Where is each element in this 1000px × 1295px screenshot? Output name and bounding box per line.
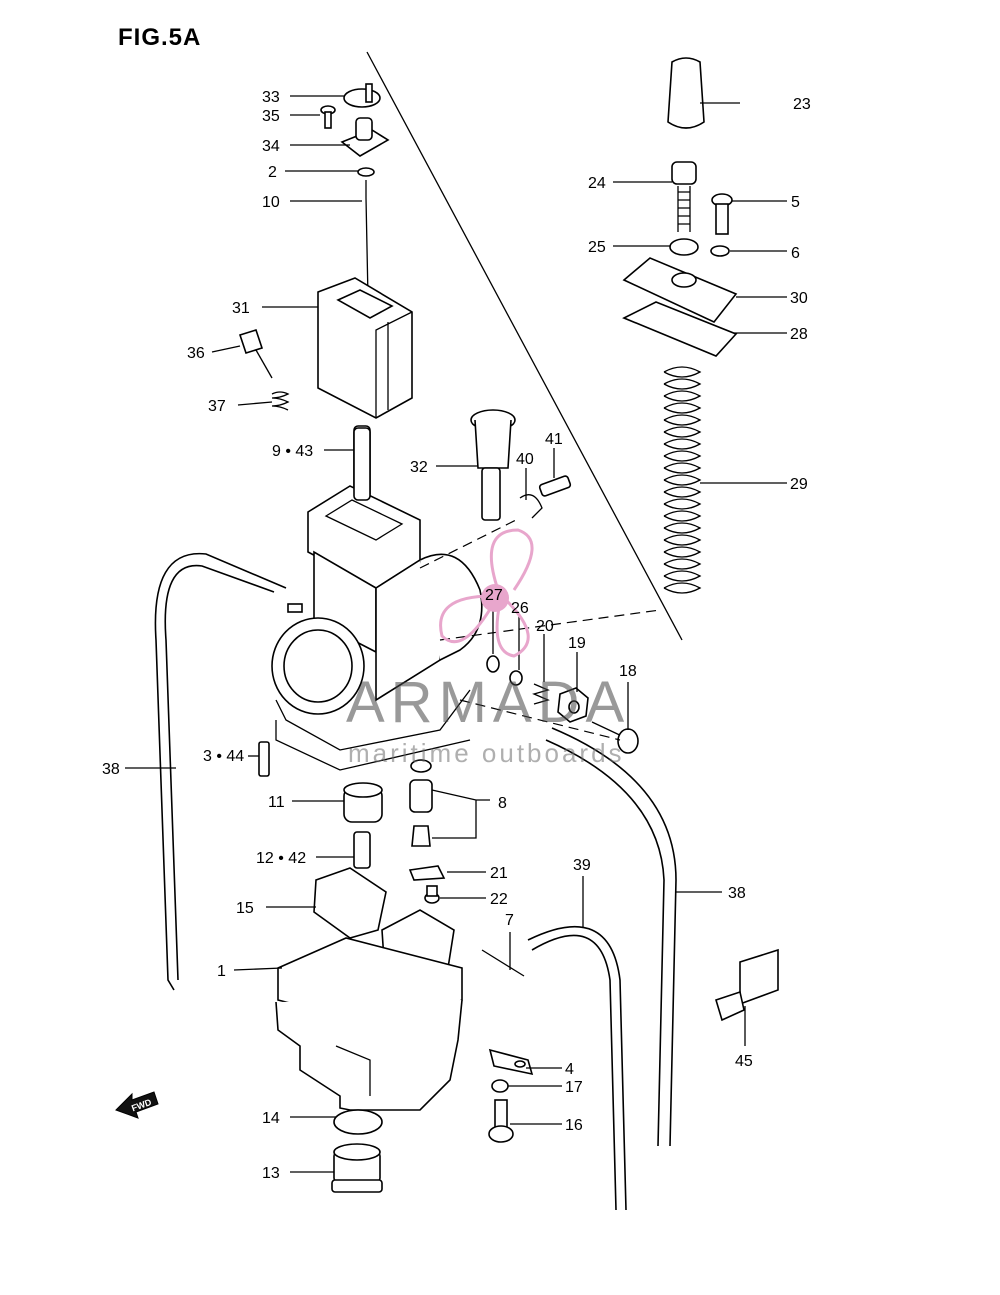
o-ring-part-27 (486, 655, 500, 673)
callout-24: 24 (588, 175, 606, 192)
callout-labels: 33 35 34 2 10 31 36 37 9 • 43 32 40 41 2… (102, 89, 811, 1182)
assembly-dashed-line (419, 517, 521, 569)
armada-watermark: ARMADA maritime outboards (346, 528, 630, 768)
watermark-propeller-logo (439, 528, 534, 658)
callout-45: 45 (735, 1053, 753, 1070)
callout-10: 10 (262, 194, 280, 211)
bolt-part-41 (538, 475, 572, 497)
callout-13: 13 (262, 1165, 280, 1182)
callout-31: 31 (232, 300, 250, 317)
callout-21: 21 (490, 865, 508, 882)
gasket-part-28 (622, 301, 738, 357)
spring-part-37 (271, 391, 290, 411)
callout-29: 29 (790, 476, 808, 493)
callout-6: 6 (791, 245, 800, 262)
callout-41: 41 (545, 431, 563, 448)
callout-20: 20 (536, 618, 554, 635)
screw-part-35 (320, 105, 336, 129)
callout-27: 27 (485, 587, 503, 604)
callout-30: 30 (790, 290, 808, 307)
washer-part-6 (710, 245, 730, 257)
float-part-11 (343, 782, 383, 823)
pilot-jet-part-12-42 (353, 831, 371, 869)
throttle-valve-part-31 (317, 277, 413, 419)
float-arm-pin-part-21 (408, 865, 446, 881)
starter-plunger-part-32 (470, 409, 516, 521)
callout-38-left: 38 (102, 761, 120, 778)
main-jet-part-3-44 (258, 741, 270, 777)
nut-part-25 (669, 238, 699, 256)
assembly-dashed-line (439, 609, 661, 641)
assembly-guide-line (366, 51, 683, 641)
leader-lines (125, 95, 787, 1173)
bracket-part-4 (488, 1048, 534, 1076)
callout-14: 14 (262, 1110, 280, 1127)
cap-plate-part-34 (340, 117, 390, 157)
washer-part-26 (509, 670, 523, 686)
cap-part-23 (667, 57, 705, 129)
callout-9-43: 9 • 43 (272, 443, 313, 460)
top-cover-part-30 (622, 257, 738, 323)
vent-hose-part-38-left (154, 552, 287, 991)
callout-8: 8 (498, 795, 507, 812)
callout-4: 4 (565, 1061, 574, 1078)
washer-part-17 (491, 1079, 509, 1093)
callout-33: 33 (262, 89, 280, 106)
bolt-part-16 (488, 1099, 514, 1143)
callout-34: 34 (262, 138, 280, 155)
watermark-tagline: maritime outboards (348, 738, 625, 768)
callout-18: 18 (619, 663, 637, 680)
nut-part-19 (557, 687, 589, 723)
callout-38-right: 38 (728, 885, 746, 902)
top-cap-part-33 (343, 83, 381, 108)
gasket-part-14 (333, 1109, 383, 1135)
watermark-propeller-hub (481, 584, 509, 612)
carburetor-body (271, 425, 483, 771)
needle-valve-part-8 (409, 759, 433, 847)
callout-17: 17 (565, 1079, 583, 1096)
callout-16: 16 (565, 1117, 583, 1134)
figure-title: FIG.5A (118, 24, 202, 51)
air-screw-part-36 (238, 329, 273, 379)
callout-1: 1 (217, 963, 226, 980)
vent-hose-part-38-right (545, 727, 677, 1147)
callout-36: 36 (187, 345, 205, 362)
callout-7: 7 (505, 912, 514, 929)
callout-5: 5 (791, 194, 800, 211)
callout-3-44: 3 • 44 (203, 748, 244, 765)
adjuster-part-24 (671, 161, 697, 232)
clip-part-2 (357, 167, 375, 177)
drain-plug-part-13 (331, 1143, 383, 1193)
callout-12-42: 12 • 42 (256, 850, 306, 867)
callout-19: 19 (568, 635, 586, 652)
float-chamber-part-1 (275, 937, 463, 1111)
callout-39: 39 (573, 857, 591, 874)
pin-part-7 (481, 949, 525, 977)
forward-arrow-icon: FWD (115, 1091, 159, 1119)
callout-32: 32 (410, 459, 428, 476)
callout-2: 2 (268, 164, 277, 181)
assembly-dashed-line (459, 699, 621, 741)
watermark-brand: ARMADA (346, 670, 630, 735)
callout-25: 25 (588, 239, 606, 256)
clip-part-40 (519, 494, 543, 519)
callout-28: 28 (790, 326, 808, 343)
callout-15: 15 (236, 900, 254, 917)
callout-11: 11 (268, 794, 285, 811)
callout-37: 37 (208, 398, 226, 415)
overflow-hose-part-39 (527, 925, 627, 1211)
callout-40: 40 (516, 451, 534, 468)
callout-22: 22 (490, 891, 508, 908)
hose-clamp-part-45 (715, 948, 779, 1022)
return-spring-part-29 (663, 366, 702, 594)
callout-35: 35 (262, 108, 280, 125)
screw-part-5 (711, 193, 733, 235)
callout-23: 23 (793, 96, 811, 113)
callout-26: 26 (511, 600, 529, 617)
spring-part-20 (532, 683, 550, 705)
needle-jet-part-9-43 (353, 427, 371, 501)
jet-needle-part-10 (365, 180, 369, 299)
screw-part-22 (424, 885, 440, 904)
